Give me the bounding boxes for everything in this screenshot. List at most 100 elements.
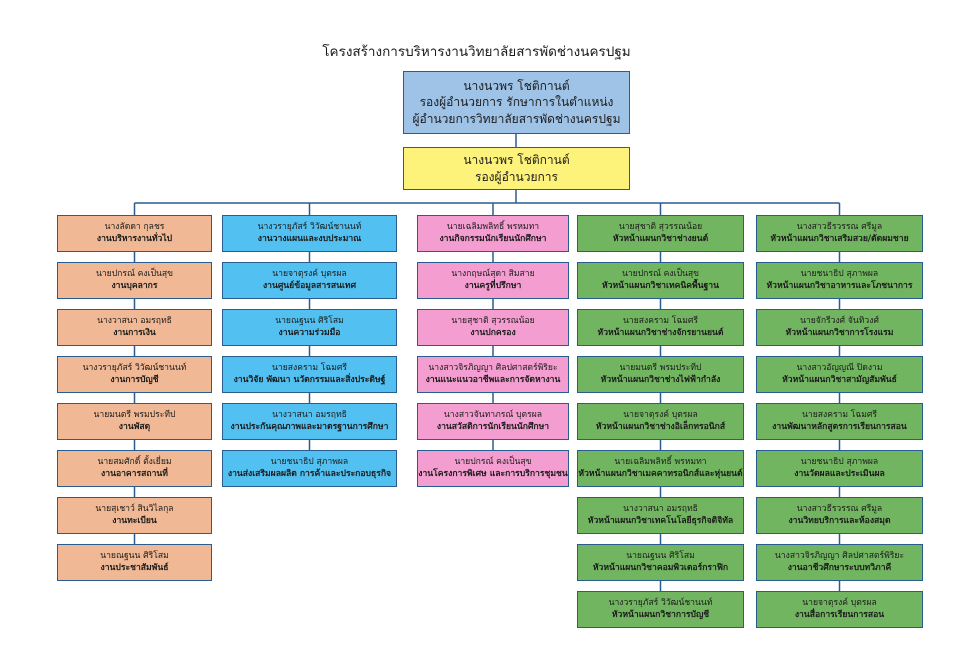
general-admin-box: นายสุเชาว์ สินวิไลกุลงานทะเบียน xyxy=(57,497,212,534)
person-name: นางสาวอัญญณี ปิดงาม xyxy=(796,362,883,373)
position-title: งานความร่วมมือ xyxy=(278,327,341,338)
general-admin-box: นายปกรณ์ คงเป็นสุขงานบุคลากร xyxy=(57,262,212,299)
academic-depts-box: นายมนตรี พรมประทีปหัวหน้าแผนกวิชาช่างไฟฟ… xyxy=(577,356,744,393)
person-name: นางสาวธีรวรรณ ศรีมูล xyxy=(796,503,883,514)
general-admin-box: นางวรายุภัสร์ วิวัฒน์ชานนท์งานการบัญชี xyxy=(57,356,212,393)
position-title: งานบริหารงานทั่วไป xyxy=(96,233,173,244)
student-affairs-box: นายปกรณ์ คงเป็นสุขงานโครงการพิเศษ และการ… xyxy=(417,450,569,487)
person-name: นางสาวจันทาภรณ์ บุตรผล xyxy=(443,409,543,420)
position-title: หัวหน้าแผนกวิชาเทคโนโลยีธุรกิจดิจิทัล xyxy=(587,515,734,526)
academic-support-box: นางสาวอัญญณี ปิดงามหัวหน้าแผนกวิชาสามัญส… xyxy=(756,356,923,393)
position-title: งานอาคารสถานที่ xyxy=(101,468,168,479)
position-title: งานโครงการพิเศษ และการบริการชุมชน xyxy=(418,468,568,479)
position-title: งานอาชีวศึกษาระบบทวิภาคี xyxy=(787,562,892,573)
person-name: นายสมศักดิ์ ตั้งเยี่ยม xyxy=(97,456,172,467)
position-title: งานประชาสัมพันธ์ xyxy=(100,562,169,573)
person-name: นายชนาธิป สุภาพผล xyxy=(800,268,879,279)
student-affairs-box: นางกฤษณ์สุดา สิมสายงานครูที่ปรึกษา xyxy=(417,262,569,299)
academic-depts-box: นางวรายุภัสร์ วิวัฒน์ชานนท์หัวหน้าแผนกวิ… xyxy=(577,591,744,628)
person-name: นายเฉลิมพลิทธิ์ พรหมทา xyxy=(446,221,540,232)
person-name: นายจาตุรงค์ บุตรผล xyxy=(272,268,347,279)
director-role-title: ผู้อำนวยการวิทยาลัยสารพัดช่างนครปฐม xyxy=(412,111,621,126)
person-name: นายปกรณ์ คงเป็นสุข xyxy=(95,268,174,279)
position-title: งานปกครอง xyxy=(470,327,516,338)
person-name: นางสาวจิรภิญญา ศิลปศาสตร์พิริยะ xyxy=(774,550,905,561)
person-name: นายสุเชาว์ สินวิไลกุล xyxy=(95,503,174,514)
position-title: งานแนะแนวอาชีพและการจัดหางาน xyxy=(425,374,561,385)
position-title: งานพัฒนาหลักสูตรการเรียนการสอน xyxy=(772,421,907,432)
position-title: งานวิจัย พัฒนา นวัตกรรมและสิ่งประดิษฐ์ xyxy=(233,374,386,385)
position-title: หัวหน้าแผนกวิชาช่างอิเล็กทรอนิกส์ xyxy=(595,421,726,432)
person-name: นายมนตรี พรมประทีป xyxy=(93,409,176,420)
planning-box: นายชนาธิป สุภาพผลงานส่งเสริมผลผลิต การค้… xyxy=(222,450,397,487)
planning-box: นางวาสนา อมรฤทธิงานประกันคุณภาพและมาตรฐา… xyxy=(222,403,397,440)
person-name: นางลัดดา กุลชร xyxy=(104,221,165,232)
position-title: งานวางแผนและงบประมาณ xyxy=(257,233,362,244)
chart-title: โครงสร้างการบริหารงานวิทยาลัยสารพัดช่างน… xyxy=(322,44,631,60)
position-title: หัวหน้าแผนกวิชาเมคคาทรอนิกส์และหุ่นยนต์ xyxy=(578,468,743,479)
person-name: นายสุชาติ สุวรรณน้อย xyxy=(618,221,703,232)
person-name: นายสงคราม โฉมศรี xyxy=(802,409,877,420)
academic-depts-box: นายปกรณ์ คงเป็นสุขหัวหน้าแผนกวิชาเทคนิคพ… xyxy=(577,262,744,299)
position-title: งานวัดผลและประเมินผล xyxy=(794,468,885,479)
person-name: นางวรายุภัสร์ วิวัฒน์ชานนท์ xyxy=(608,597,713,608)
director-name: นางนวพร โชติกานต์ xyxy=(463,79,570,94)
academic-depts-box: นายจาตุรงค์ บุตรผลหัวหน้าแผนกวิชาช่างอิเ… xyxy=(577,403,744,440)
person-name: นายชนาธิป สุภาพผล xyxy=(800,456,879,467)
student-affairs-box: นางสาวจันทาภรณ์ บุตรผลงานสวัสดิการนักเรี… xyxy=(417,403,569,440)
director-role-acting: รองผู้อำนวยการ รักษาการในตำแหน่ง xyxy=(419,95,614,110)
deputy-director-box: นางนวพร โชติกานต์ รองผู้อำนวยการ xyxy=(403,147,630,190)
deputy-director-role: รองผู้อำนวยการ xyxy=(475,169,558,184)
academic-support-box: นายจาตุรงค์ บุตรผลงานสื่อการเรียนการสอน xyxy=(756,591,923,628)
person-name: นายสุชาติ สุวรรณน้อย xyxy=(451,315,535,326)
general-admin-box: นายมนตรี พรมประทีปงานพัสดุ xyxy=(57,403,212,440)
person-name: นางสาวธีรวรรณ ศรีมูล xyxy=(796,221,883,232)
position-title: งานพัสดุ xyxy=(118,421,151,432)
position-title: หัวหน้าแผนกวิชาช่างไฟฟ้ากำลัง xyxy=(600,374,721,385)
academic-support-box: นางสาวธีรวรรณ ศรีมูลงานวิทยบริการและห้อง… xyxy=(756,497,923,534)
planning-box: นายณฐนน ศิริโสมงานความร่วมมือ xyxy=(222,309,397,346)
general-admin-box: นางวาสนา อมรฤทธิงานการเงิน xyxy=(57,309,212,346)
academic-depts-box: นายสงคราม โฉมศรีหัวหน้าแผนกวิชาช่างจักรย… xyxy=(577,309,744,346)
person-name: นายปกรณ์ คงเป็นสุข xyxy=(454,456,532,467)
position-title: งานครูที่ปรึกษา xyxy=(464,280,522,291)
academic-depts-box: นายเฉลิมพลิทธิ์ พรหมทาหัวหน้าแผนกวิชาเมค… xyxy=(577,450,744,487)
academic-depts-box: นางวาสนา อมรฤทธิหัวหน้าแผนกวิชาเทคโนโลยี… xyxy=(577,497,744,534)
position-title: หัวหน้าแผนกวิชาเทคนิคพื้นฐาน xyxy=(602,280,719,291)
position-title: งานบุคลากร xyxy=(111,280,158,291)
position-title: งานการเงิน xyxy=(113,327,156,338)
position-title: หัวหน้าแผนกวิชาการบัญชี xyxy=(611,609,710,620)
student-affairs-box: นางสาวจิรภิญญา ศิลปศาสตร์พิริยะงานแนะแนว… xyxy=(417,356,569,393)
position-title: งานศูนย์ข้อมูลสารสนเทศ xyxy=(262,280,357,291)
person-name: นายณฐนน ศิริโสม xyxy=(100,550,169,561)
person-name: นางสาวจิรภิญญา ศิลปศาสตร์พิริยะ xyxy=(428,362,558,373)
person-name: นางวาสนา อมรฤทธิ xyxy=(623,503,698,514)
position-title: หัวหน้าแผนกวิชาคอมพิวเตอร์กราฟิก xyxy=(592,562,729,573)
position-title: หัวหน้าแผนกวิชาอาหารและโภชนาการ xyxy=(766,280,913,291)
person-name: นายสงคราม โฉมศรี xyxy=(272,362,347,373)
general-admin-box: นายณฐนน ศิริโสมงานประชาสัมพันธ์ xyxy=(57,544,212,581)
general-admin-box: นายสมศักดิ์ ตั้งเยี่ยมงานอาคารสถานที่ xyxy=(57,450,212,487)
position-title: หัวหน้าแผนกวิชาเสริมสวย/ตัดผมชาย xyxy=(770,233,909,244)
planning-box: นางวรายุภัสร์ วิวัฒน์ชานนท์งานวางแผนและง… xyxy=(222,215,397,252)
person-name: นายจาตุรงค์ บุตรผล xyxy=(623,409,698,420)
person-name: นางวาสนา อมรฤทธิ xyxy=(272,409,347,420)
student-affairs-box: นายเฉลิมพลิทธิ์ พรหมทางานกิจกรรมนักเรียน… xyxy=(417,215,569,252)
person-name: นางกฤษณ์สุดา สิมสาย xyxy=(451,268,535,279)
person-name: นายจักรีวงศ์ จันทิวงศ์ xyxy=(800,315,879,326)
student-affairs-box: นายสุชาติ สุวรรณน้อยงานปกครอง xyxy=(417,309,569,346)
position-title: งานทะเบียน xyxy=(112,515,157,526)
person-name: นายณฐนน ศิริโสม xyxy=(626,550,695,561)
position-title: งานการบัญชี xyxy=(110,374,159,385)
position-title: หัวหน้าแผนกวิชาช่างจักรยานยนต์ xyxy=(597,327,724,338)
position-title: งานวิทยบริการและห้องสมุด xyxy=(788,515,891,526)
academic-support-box: นายจักรีวงศ์ จันทิวงศ์หัวหน้าแผนกวิชาการ… xyxy=(756,309,923,346)
position-title: หัวหน้าแผนกวิชาสามัญสัมพันธ์ xyxy=(782,374,897,385)
academic-depts-box: นายณฐนน ศิริโสมหัวหน้าแผนกวิชาคอมพิวเตอร… xyxy=(577,544,744,581)
position-title: หัวหน้าแผนกวิชาช่างยนต์ xyxy=(612,233,709,244)
person-name: นายปกรณ์ คงเป็นสุข xyxy=(621,268,700,279)
person-name: นายชนาธิป สุภาพผล xyxy=(270,456,349,467)
director-box: นางนวพร โชติกานต์ รองผู้อำนวยการ รักษากา… xyxy=(403,71,630,134)
deputy-director-name: นางนวพร โชติกานต์ xyxy=(463,153,570,168)
